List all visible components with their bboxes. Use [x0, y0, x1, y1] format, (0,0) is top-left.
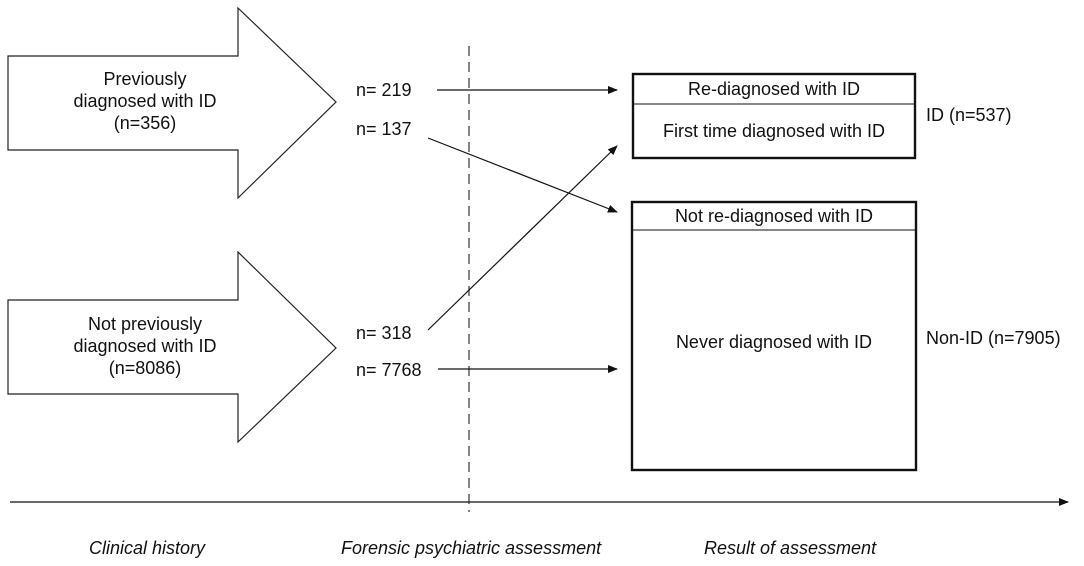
nonid-box-header: Not re-diagnosed with ID	[674, 206, 874, 226]
id-total: ID (n=537)	[926, 105, 1012, 125]
input-previously-line-3: (n=356)	[113, 113, 177, 133]
flow-arrow-318	[427, 145, 618, 331]
id-box-body: First time diagnosed with ID	[662, 121, 886, 141]
nonid-total: Non-ID (n=7905)	[926, 328, 1061, 348]
timeline-stage-result: Result of assessment	[704, 538, 877, 558]
flow-label-318: n= 318	[356, 323, 412, 343]
timeline-stage-clinical-history: Clinical history	[89, 538, 206, 558]
flow-label-7768: n= 7768	[356, 360, 422, 380]
input-not-previously-line-3: (n=8086)	[108, 358, 182, 378]
input-previously-line-2: diagnosed with ID	[73, 91, 217, 111]
input-not-previously-line-1: Not previously	[87, 314, 203, 334]
id-result-box	[631, 72, 917, 160]
block-arrow-previously	[7, 6, 337, 200]
input-not-previously-line-2: diagnosed with ID	[73, 336, 217, 356]
nonid-box-body: Never diagnosed with ID	[675, 332, 873, 352]
block-arrow-not-previously	[7, 250, 337, 444]
flow-label-137: n= 137	[356, 119, 412, 139]
flow-arrow-137	[427, 137, 618, 213]
id-box-header: Re-diagnosed with ID	[687, 79, 861, 99]
input-not-previously-label: Not previously diagnosed with ID (n=8086…	[40, 313, 250, 379]
nonid-result-box	[630, 200, 918, 472]
timeline-stage-forensic-assessment: Forensic psychiatric assessment	[341, 538, 602, 558]
input-previously-line-1: Previously	[103, 69, 187, 89]
input-previously-label: Previously diagnosed with ID (n=356)	[40, 68, 250, 134]
flow-label-219: n= 219	[356, 80, 412, 100]
